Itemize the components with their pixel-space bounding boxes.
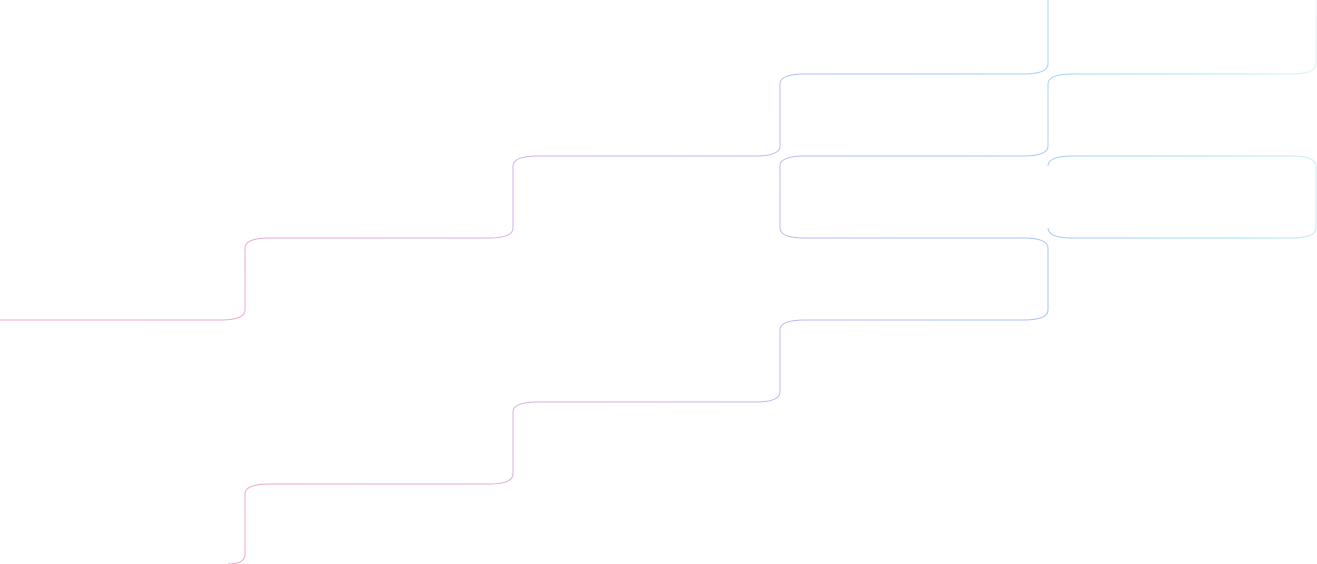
upper-staircase-line [0,0,1049,321]
right-box-outline [1047,155,1317,239]
lower-staircase-line [227,0,1317,564]
